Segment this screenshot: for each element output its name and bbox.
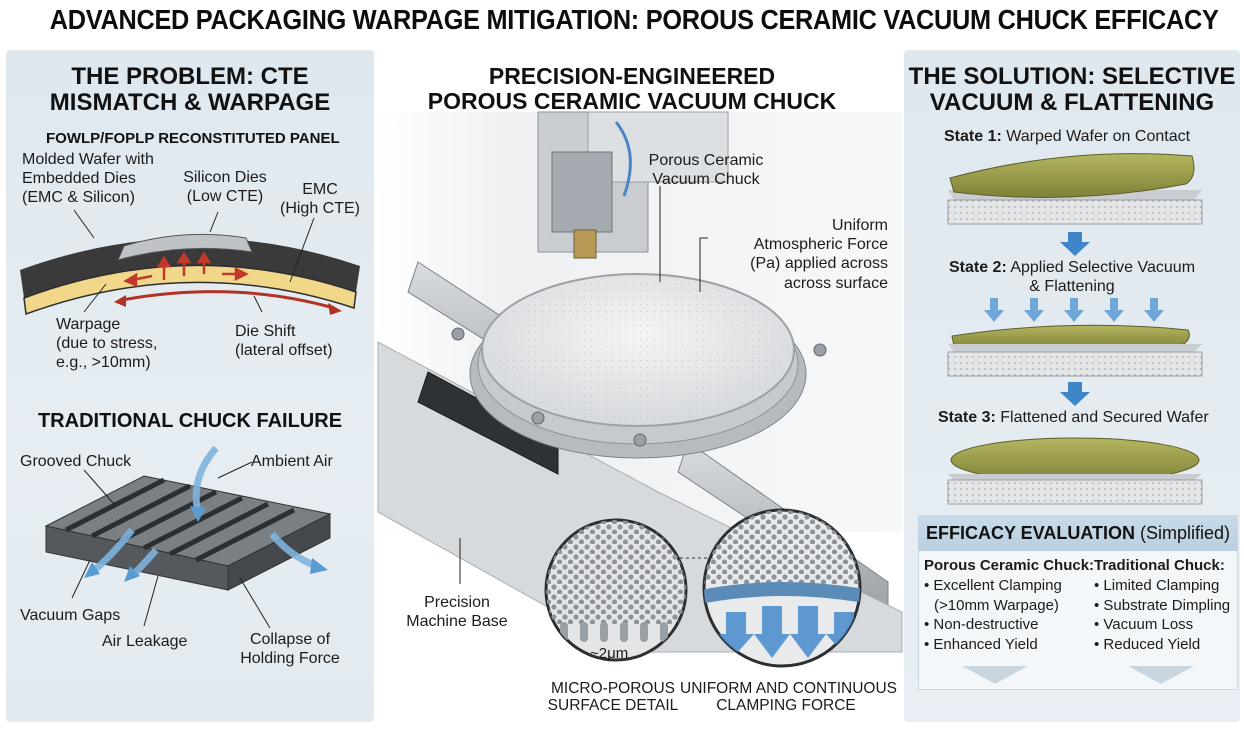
- clamping-force-caption: UNIFORM AND CONTINUOUS CLAMPING FORCE: [680, 680, 897, 714]
- die-shift-arrowhead-left: [114, 295, 126, 307]
- die-shift-arrow: [121, 290, 335, 310]
- leader-collapse: [239, 577, 271, 629]
- traditional-chuck-column: Traditional Chuck: • Limited Clamping • …: [1094, 557, 1231, 654]
- leader-air-leakage: [143, 575, 159, 627]
- molded-wafer-label: Molded Wafer with Embedded Dies (EMC & S…: [22, 151, 154, 207]
- emc-label: EMC (High CTE): [279, 181, 360, 218]
- silicon-dies-label: Silicon Dies (Low CTE): [183, 169, 267, 206]
- failure-heading: TRADITIONAL CHUCK FAILURE: [37, 410, 343, 432]
- machine-base-label: Precision Machine Base: [406, 594, 508, 631]
- porous-chuck-label: Porous Ceramic Vacuum Chuck: [648, 152, 764, 189]
- state1-chuck: [947, 199, 1203, 225]
- porous-chuck-column: Porous Ceramic Chuck: • Excellent Clampi…: [924, 557, 1095, 654]
- micro-porous-caption: MICRO-POROUS SURFACE DETAIL: [547, 680, 679, 714]
- warpage-label: Warpage (due to stress, e.g., >10mm): [56, 316, 158, 372]
- efficacy-down-chevrons: [962, 666, 1194, 684]
- efficacy-heading: EFFICACY EVALUATION (Simplified): [918, 515, 1238, 551]
- chuck-clamps: [451, 327, 827, 447]
- porous-item: • Non-destructive: [924, 616, 1039, 634]
- ambient-air-label: Ambient Air: [251, 453, 333, 470]
- state-diagrams: [947, 153, 1203, 505]
- selective-vacuum-arrows: [984, 298, 1164, 322]
- die-shift-arrowhead-right: [328, 303, 342, 315]
- warped-panel-diagram: [20, 209, 360, 316]
- air-leakage-label: Air Leakage: [102, 633, 188, 650]
- grooved-chuck-label: Grooved Chuck: [20, 453, 132, 470]
- porous-item: (>10mm Warpage): [934, 596, 1059, 614]
- panel-type-title: FOWLP/FOPLP RECONSTITUTED PANEL: [46, 130, 340, 147]
- leader-dieshift: [253, 295, 263, 313]
- chuck-side-face: [227, 513, 331, 591]
- die-shift-label: Die Shift (lateral offset): [235, 323, 333, 360]
- porous-item: • Excellent Clamping: [924, 576, 1062, 594]
- traditional-item: • Substrate Dimpling: [1094, 596, 1231, 614]
- leader-ambient-air: [217, 461, 253, 479]
- spindle-head: [551, 151, 613, 233]
- leader-silicon: [209, 211, 219, 233]
- state3-chuck: [947, 479, 1203, 505]
- state2-chuck: [947, 351, 1203, 377]
- arrow-state1-to-state2: [1060, 232, 1090, 256]
- porous-item: • Enhanced Yield: [924, 636, 1038, 654]
- traditional-item: • Vacuum Loss: [1094, 616, 1194, 634]
- chuck-grooves: [64, 477, 296, 563]
- center-heading: PRECISION-ENGINEERED POROUS CERAMIC VACU…: [427, 63, 837, 114]
- main-title: ADVANCED PACKAGING WARPAGE MITIGATION: P…: [49, 4, 1219, 35]
- stress-arrows: [123, 251, 249, 287]
- problem-panel: [6, 50, 374, 722]
- air-flow-arrowheads: [84, 506, 328, 582]
- emc-layer: [20, 237, 360, 298]
- state2-caption: State 2: Applied Selective Vacuum & Flat…: [948, 259, 1196, 296]
- grooved-chuck-diagram: [44, 445, 332, 629]
- leader-grooved-chuck: [83, 469, 115, 505]
- leader-vacuum-gaps: [71, 559, 91, 599]
- pore-field: [546, 520, 686, 642]
- solution-heading: THE SOLUTION: SELECTIVE VACUUM & FLATTEN…: [908, 63, 1236, 116]
- traditional-item: • Reduced Yield: [1094, 636, 1201, 654]
- chuck-pore-pattern: [488, 278, 788, 422]
- detail-magnifiers: [544, 508, 862, 668]
- leader-emc: [289, 217, 315, 283]
- vacuum-gaps-label: Vacuum Gaps: [20, 607, 121, 624]
- leader-warpage: [83, 283, 107, 313]
- state3-chuck-top: [948, 474, 1202, 480]
- state1-caption: State 1: Warped Wafer on Contact: [944, 128, 1191, 145]
- cable-blue: [614, 121, 632, 197]
- spindle-nozzle: [573, 229, 597, 259]
- pore-size-label: ~2μm: [590, 645, 629, 662]
- collapse-label: Collapse of Holding Force: [240, 631, 340, 668]
- atmospheric-force-label: Uniform Atmospheric Force (Pa) applied a…: [750, 217, 888, 292]
- problem-heading: THE PROBLEM: CTE MISMATCH & WARPAGE: [49, 63, 331, 116]
- leader-molded: [73, 209, 95, 239]
- state1-wafer: [949, 153, 1195, 198]
- traditional-item: • Limited Clamping: [1094, 576, 1220, 594]
- arrow-state2-to-state3: [1060, 382, 1090, 406]
- substrate-layer: [23, 264, 357, 316]
- leader-force: [699, 237, 708, 292]
- state2-chuck-top: [948, 344, 1202, 352]
- silicon-die-shape: [117, 233, 253, 261]
- state3-caption: State 3: Flattened and Secured Wafer: [938, 409, 1209, 426]
